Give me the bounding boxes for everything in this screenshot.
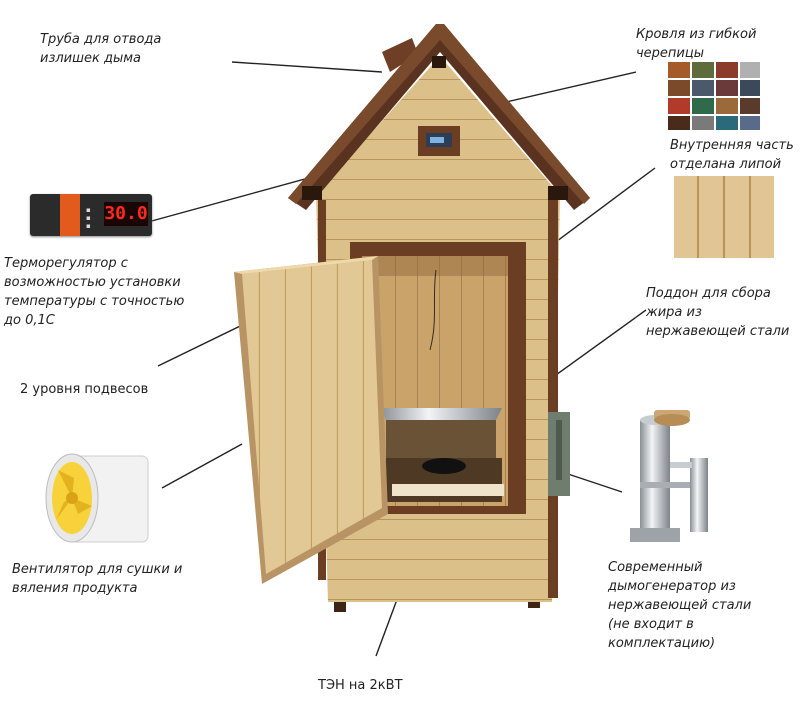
corner-trim-right [548,200,558,598]
leader-fan [161,443,243,489]
leader-chimney [231,61,383,73]
label-thermostat: Терморегулятор с возможностью установки … [4,256,185,328]
linden-panel-sample [674,176,774,258]
thermostat-clip [60,194,80,236]
open-door [234,256,388,584]
house-gable [316,56,560,195]
thermostat-indicators: ▪▪▪ [86,206,91,230]
label-hangers: 2 уровня подвесов [20,382,149,397]
label-interior: Внутренняя часть отделана липой [670,138,794,172]
thermostat-device: ▪▪▪ 30.0 [30,194,152,236]
label-tray: Поддон для сбора жира из нержавеющей ста… [646,286,790,339]
chimney [382,38,418,72]
heater-element [422,458,466,474]
label-generator: Современный дымогенератор из нержавеющей… [608,560,752,651]
label-roofing: Кровля из гибкой черепицы [636,27,757,61]
roofing-swatches [668,62,760,130]
smoke-generator [630,410,708,542]
gable-thermostat [418,126,460,156]
label-fan: Вентилятор для сушки и вяления продукта [12,562,183,596]
label-heater: ТЭН на 2кВТ [318,678,403,693]
label-chimney: Труба для отвода излишек дыма [40,32,162,66]
leader-roofing [505,71,637,103]
thermostat-display: 30.0 [104,202,148,226]
fan [45,453,149,543]
leader-generator [567,473,623,493]
roof [288,24,590,210]
grease-tray-shelf [380,408,502,458]
